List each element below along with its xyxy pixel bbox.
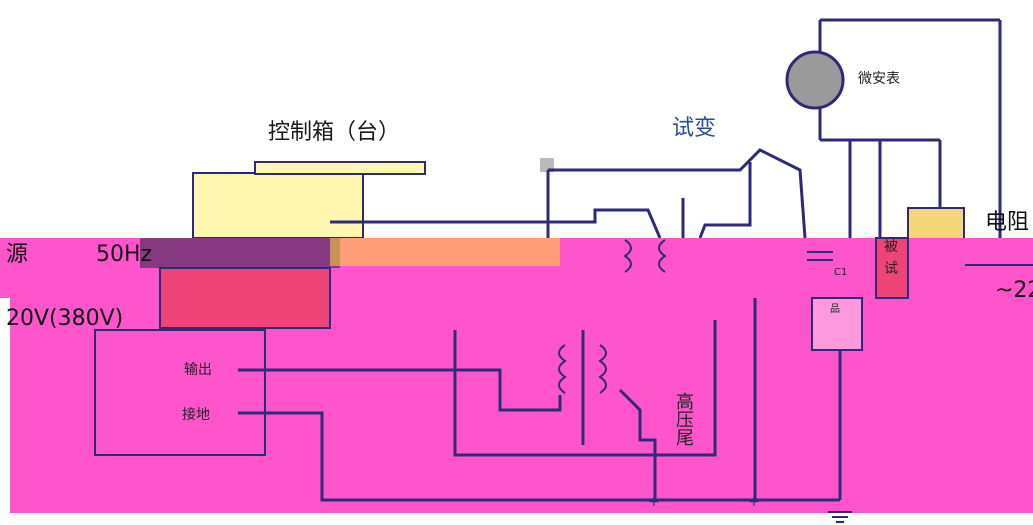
power-source-label: 源 bbox=[6, 242, 29, 267]
noise-strip-dark bbox=[140, 238, 340, 268]
control-box-label: 控制箱（台） bbox=[268, 120, 401, 145]
noise-strip-mid bbox=[330, 238, 560, 266]
junction-1: + bbox=[648, 494, 660, 510]
ground-label: 接地 bbox=[182, 407, 210, 423]
output-wire bbox=[238, 368, 562, 412]
test-object-label-a: 被 bbox=[884, 239, 898, 255]
junction-2: + bbox=[748, 494, 760, 510]
output-label: 输出 bbox=[184, 362, 212, 378]
capacitor-label: C1 bbox=[834, 267, 848, 278]
control-box-lower bbox=[94, 329, 266, 456]
bus-lower bbox=[453, 320, 717, 457]
test-object-label-c: 品 bbox=[830, 304, 840, 315]
microammeter-gauge bbox=[785, 50, 845, 110]
ground-wire bbox=[238, 411, 840, 502]
hv-wire-top bbox=[548, 148, 807, 239]
right-partial-bottom: ~22 bbox=[995, 278, 1033, 303]
tower-b bbox=[698, 162, 752, 239]
microammeter-label: 微安表 bbox=[858, 71, 900, 87]
test-transformer-label: 试变 bbox=[672, 116, 717, 141]
control-box-mid bbox=[159, 267, 331, 329]
test-object-box bbox=[875, 237, 909, 299]
hv-tail-label: 高压尾 bbox=[673, 392, 694, 446]
frequency-label: 50Hz bbox=[96, 242, 153, 267]
right-partial-top: 电阻 bbox=[985, 210, 1030, 235]
winding-upper-right bbox=[658, 239, 667, 273]
test-object-label-b: 试 bbox=[884, 261, 898, 277]
voltage-label: 20V(380V) bbox=[6, 306, 124, 331]
resistor bbox=[907, 207, 965, 241]
winding-upper-left bbox=[623, 239, 632, 273]
tail-wire bbox=[618, 388, 657, 500]
control-link bbox=[330, 208, 662, 239]
test-object-lower bbox=[811, 297, 863, 351]
control-box-top-flap bbox=[254, 161, 426, 175]
winding-right bbox=[598, 344, 607, 394]
control-box-upper bbox=[192, 172, 364, 239]
winding-left bbox=[558, 344, 567, 394]
